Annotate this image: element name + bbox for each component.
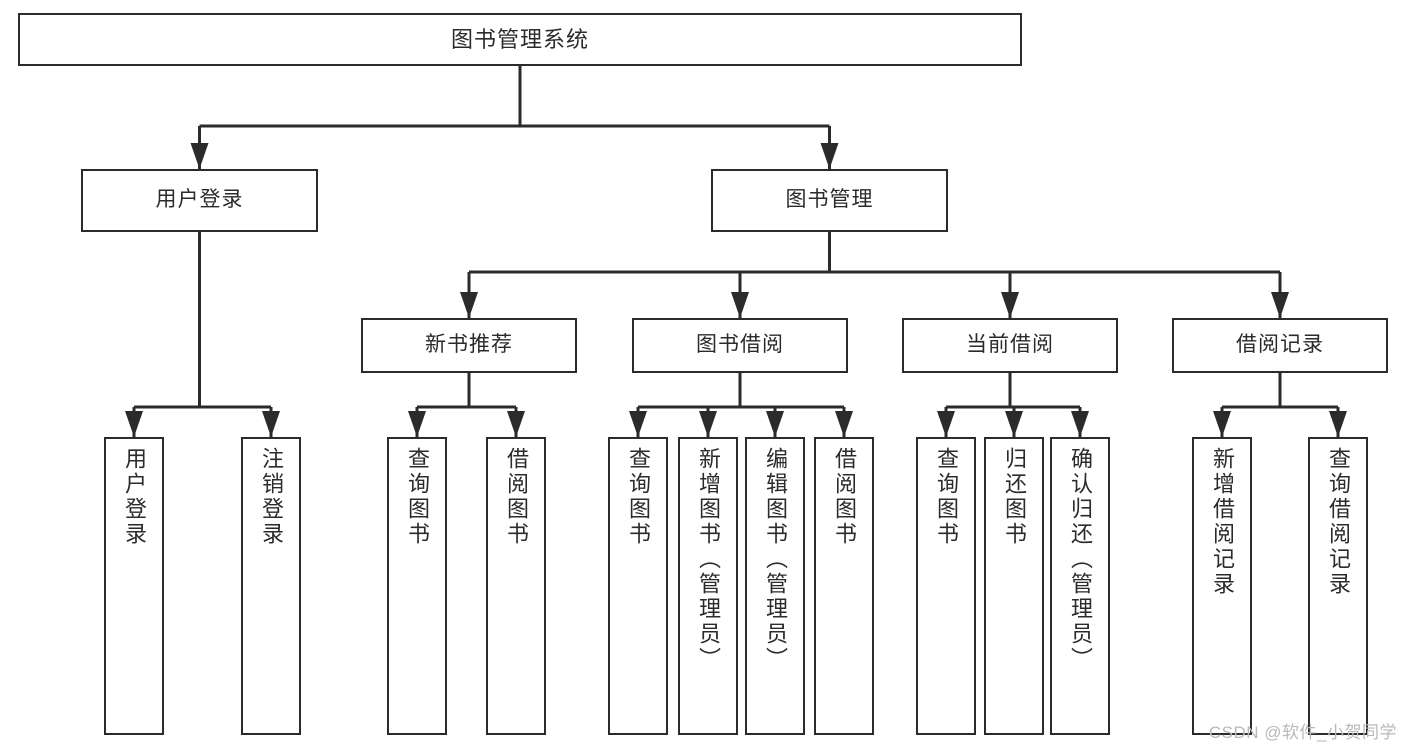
node-label-login: 用户登录	[155, 188, 244, 212]
node-leaf-nb-borrow[interactable]: 借阅图书	[486, 437, 546, 735]
node-label-root: 图书管理系统	[450, 26, 589, 52]
node-leaf-user-login[interactable]: 用户登录	[104, 437, 164, 735]
node-leaf-bw-add[interactable]: 新增图书（管理员）	[678, 437, 738, 735]
arrowhead-bookmgmt	[820, 143, 839, 169]
node-label-leaf-rec-query: 查询借阅记录	[1326, 447, 1351, 597]
edge-group	[125, 66, 1347, 437]
arrowhead-leaf-nb-borrow	[507, 411, 525, 437]
node-label-leaf-bw-add: 新增图书（管理员）	[696, 447, 721, 672]
node-newbook[interactable]: 新书推荐	[361, 318, 577, 373]
arrowhead-leaf-cur-confirm	[1071, 411, 1089, 437]
node-label-leaf-cur-return: 归还图书	[1002, 447, 1027, 547]
node-borrow[interactable]: 图书借阅	[632, 318, 848, 373]
node-label-leaf-bw-edit: 编辑图书（管理员）	[763, 447, 788, 672]
node-leaf-nb-query[interactable]: 查询图书	[387, 437, 447, 735]
node-leaf-bw-borrow[interactable]: 借阅图书	[814, 437, 874, 735]
node-label-current: 当前借阅	[966, 333, 1054, 357]
node-label-leaf-user-login: 用户登录	[122, 447, 147, 547]
node-login[interactable]: 用户登录	[81, 169, 318, 232]
node-leaf-cur-return[interactable]: 归还图书	[984, 437, 1044, 735]
arrowhead-leaf-nb-query	[408, 411, 426, 437]
arrowhead-newbook	[460, 292, 478, 318]
node-leaf-bw-query[interactable]: 查询图书	[608, 437, 668, 735]
arrowhead-leaf-bw-add	[699, 411, 717, 437]
node-leaf-cur-confirm[interactable]: 确认归还（管理员）	[1050, 437, 1110, 735]
node-label-leaf-cur-confirm: 确认归还（管理员）	[1068, 447, 1093, 672]
node-records[interactable]: 借阅记录	[1172, 318, 1388, 373]
node-label-records: 借阅记录	[1236, 333, 1324, 357]
node-label-newbook: 新书推荐	[425, 333, 513, 357]
node-current[interactable]: 当前借阅	[902, 318, 1118, 373]
arrowhead-leaf-bw-query	[629, 411, 647, 437]
node-label-leaf-user-logout: 注销登录	[259, 447, 284, 547]
node-leaf-user-logout[interactable]: 注销登录	[241, 437, 301, 735]
arrowhead-borrow	[731, 292, 749, 318]
node-leaf-bw-edit[interactable]: 编辑图书（管理员）	[745, 437, 805, 735]
arrowhead-leaf-bw-borrow	[835, 411, 853, 437]
arrowhead-records	[1271, 292, 1289, 318]
node-leaf-cur-query[interactable]: 查询图书	[916, 437, 976, 735]
node-label-leaf-bw-borrow: 借阅图书	[832, 447, 857, 547]
node-label-leaf-nb-borrow: 借阅图书	[504, 447, 529, 547]
arrowhead-login	[190, 143, 209, 169]
node-root[interactable]: 图书管理系统	[18, 13, 1022, 66]
node-label-leaf-nb-query: 查询图书	[405, 447, 430, 547]
node-leaf-rec-query[interactable]: 查询借阅记录	[1308, 437, 1368, 735]
arrowhead-leaf-cur-query	[937, 411, 955, 437]
arrowhead-leaf-cur-return	[1005, 411, 1023, 437]
node-label-leaf-cur-query: 查询图书	[934, 447, 959, 547]
arrowhead-leaf-rec-query	[1329, 411, 1347, 437]
watermark-label: CSDN @软件_小贺同学	[1208, 723, 1397, 742]
arrowhead-leaf-user-logout	[262, 411, 280, 437]
arrowhead-leaf-bw-edit	[766, 411, 784, 437]
arrowhead-leaf-user-login	[125, 411, 143, 437]
arrowhead-leaf-rec-add	[1213, 411, 1231, 437]
node-label-borrow: 图书借阅	[696, 333, 784, 357]
node-label-leaf-bw-query: 查询图书	[626, 447, 651, 547]
node-leaf-rec-add[interactable]: 新增借阅记录	[1192, 437, 1252, 735]
node-label-leaf-rec-add: 新增借阅记录	[1210, 447, 1235, 597]
node-bookmgmt[interactable]: 图书管理	[711, 169, 948, 232]
node-label-bookmgmt: 图书管理	[785, 188, 874, 212]
arrowhead-current	[1001, 292, 1019, 318]
